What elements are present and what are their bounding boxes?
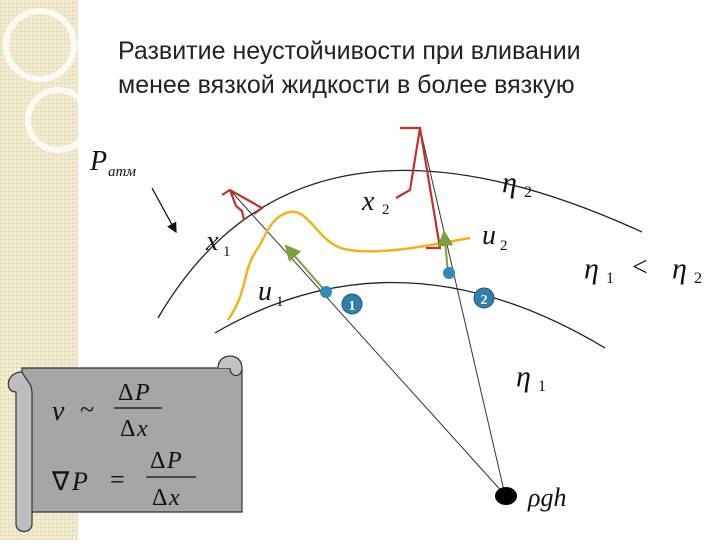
x2-subscript: 2 xyxy=(382,202,390,218)
slide-title: Развитие неустойчивости при вливании мен… xyxy=(118,34,678,102)
formula2-den-delta: Δ xyxy=(152,485,167,511)
formula-equals: = xyxy=(110,465,125,494)
rho-gh-label: ρgh xyxy=(527,483,566,512)
title-line-2: менее вязкой жидкости в более вязкую xyxy=(118,71,575,99)
x1-subscript: 1 xyxy=(223,244,231,260)
title-line-1: Развитие неустойчивости при вливании xyxy=(118,37,581,65)
formula-sim: ~ xyxy=(80,395,94,424)
u2-label: u xyxy=(482,220,496,251)
formula1-den-delta: Δ xyxy=(120,416,135,442)
velocity-arrow-2 xyxy=(437,230,454,273)
eta2-subscript: 2 xyxy=(524,184,532,201)
x2-label: x xyxy=(361,186,375,217)
eta1-label: η xyxy=(516,360,531,393)
formula1-num-delta: Δ xyxy=(118,380,133,406)
badge-2 xyxy=(473,287,495,309)
velocity-arrow-1 xyxy=(284,244,327,293)
point-marker-1 xyxy=(320,286,332,298)
scroll-left-roll xyxy=(7,371,33,533)
source-point xyxy=(495,487,517,505)
u2-subscript: 2 xyxy=(500,238,508,254)
radial-line-2 xyxy=(419,127,506,496)
formula2-p: P xyxy=(71,467,88,496)
badge-1-label: 1 xyxy=(349,299,356,314)
inequality-lhs: η xyxy=(584,252,599,285)
decorative-side-strip xyxy=(0,0,91,540)
p-atm-label: P xyxy=(89,146,107,177)
eta2-label: η xyxy=(502,166,517,199)
point-marker-2 xyxy=(443,267,455,279)
inner-arc xyxy=(214,281,606,349)
x1-label: x xyxy=(205,226,219,257)
inequality-rhs: η xyxy=(672,252,687,285)
badge-1 xyxy=(341,293,363,315)
badge-2-label: 2 xyxy=(481,293,488,308)
formula1-den-x: x xyxy=(136,416,148,442)
u1-subscript: 1 xyxy=(276,294,284,310)
formula2-num-p: P xyxy=(166,448,182,474)
p-atm-arrow xyxy=(151,187,177,234)
u1-label: u xyxy=(258,276,272,307)
formula2-den-x: x xyxy=(168,485,180,511)
x2-bracket xyxy=(395,126,442,250)
eta1-subscript: 1 xyxy=(538,378,546,395)
outer-arc xyxy=(157,169,643,319)
formula-nu: ν xyxy=(52,396,65,427)
inequality-operator: < xyxy=(632,252,648,283)
formula-nabla: ∇ xyxy=(51,467,70,496)
interface-curve xyxy=(226,210,471,321)
inequality-rhs-subscript: 2 xyxy=(694,270,702,287)
formula-scroll: ν ~ Δ P Δ x ∇ P = Δ P Δ x xyxy=(7,355,243,533)
p-atm-subscript: атм xyxy=(108,164,136,180)
x1-bracket xyxy=(221,188,265,221)
formula1-num-p: P xyxy=(134,380,150,406)
inequality-lhs-subscript: 1 xyxy=(606,270,614,287)
scroll-top-curl xyxy=(217,355,243,377)
radial-line-1 xyxy=(229,189,506,496)
formula2-num-delta: Δ xyxy=(150,448,165,474)
